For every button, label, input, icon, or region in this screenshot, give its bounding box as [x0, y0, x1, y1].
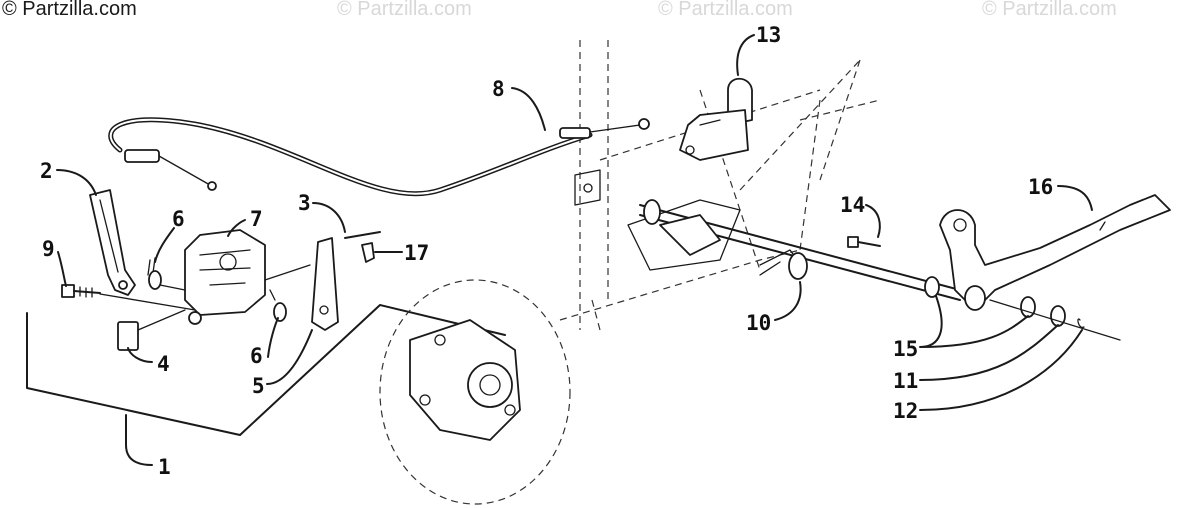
caliper-lever — [89, 189, 136, 296]
callout-6a: 6 — [172, 207, 185, 231]
callout-2: 2 — [40, 159, 53, 183]
brake-cable — [108, 117, 650, 197]
callout-3: 3 — [298, 191, 311, 215]
callout-labels: 1 2 3 4 5 6 6 7 8 9 10 11 12 13 14 15 16… — [40, 23, 1053, 479]
cross-shaft — [639, 199, 961, 301]
callout-17: 17 — [404, 241, 429, 265]
callout-1: 1 — [158, 455, 171, 479]
brake-caliper — [184, 229, 266, 325]
watermark-primary: © Partzilla.com — [2, 0, 137, 20]
callout-5: 5 — [252, 374, 265, 398]
callout-6b: 6 — [250, 344, 263, 368]
callout-4: 4 — [157, 352, 170, 376]
callout-9: 9 — [42, 237, 55, 261]
caliper-bracket — [311, 237, 339, 331]
brake-pad — [117, 321, 139, 351]
master-cylinder — [679, 77, 753, 161]
frame-structure — [559, 40, 881, 331]
watermark-faint-2: © Partzilla.com — [658, 0, 793, 20]
clip — [361, 242, 375, 263]
callout-15: 15 — [893, 337, 918, 361]
callout-11: 11 — [893, 369, 918, 393]
watermark-faint-3: © Partzilla.com — [982, 0, 1117, 20]
bolt — [61, 284, 101, 298]
callout-10: 10 — [746, 311, 771, 335]
brake-pedal — [939, 194, 1171, 311]
assembly-bracket — [26, 304, 506, 436]
watermark-faint-1: © Partzilla.com — [337, 0, 472, 20]
callout-14: 14 — [840, 193, 865, 217]
callout-8: 8 — [492, 77, 505, 101]
alignment-lines — [99, 264, 311, 331]
callout-7: 7 — [250, 207, 263, 231]
callout-12: 12 — [893, 399, 918, 423]
callout-13: 13 — [756, 23, 781, 47]
callout-16: 16 — [1028, 175, 1053, 199]
brake-disc — [379, 279, 571, 505]
pin — [344, 231, 381, 239]
springs — [147, 257, 287, 322]
leader-lines — [56, 34, 1093, 466]
